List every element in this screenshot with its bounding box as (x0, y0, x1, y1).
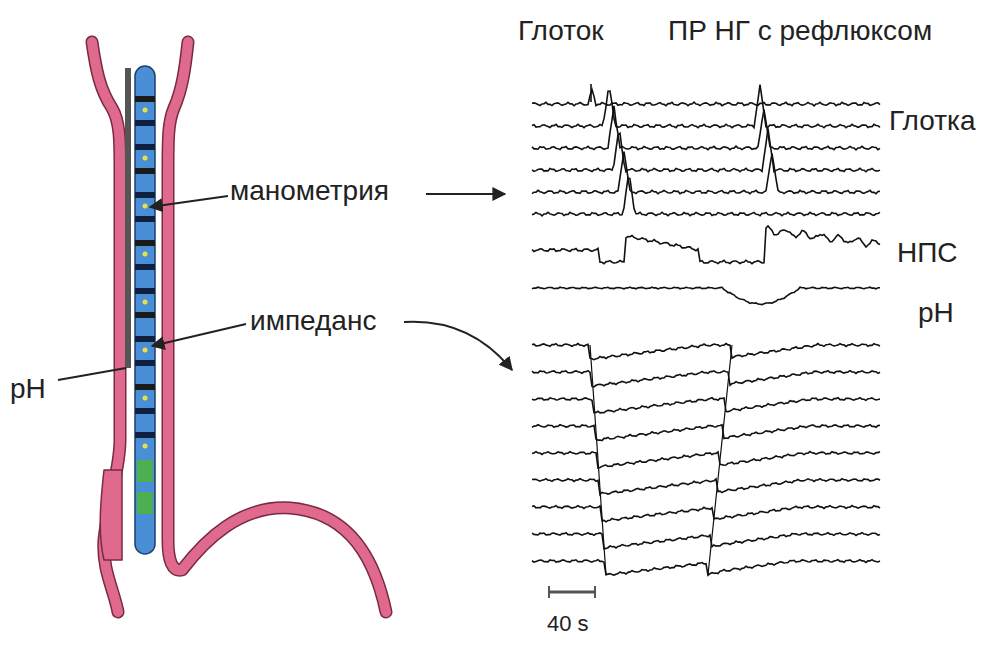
sensor-ring (135, 360, 155, 366)
sensor-ring (135, 432, 155, 438)
leader-arrow (426, 193, 505, 195)
signal-trace (532, 89, 880, 105)
channel-label: НПС (897, 238, 958, 269)
event-label: ПР НГ с рефлюксом (668, 16, 932, 47)
sensor-dot (143, 252, 148, 257)
sensor-ring (135, 144, 155, 150)
signal-trace (532, 85, 880, 128)
signal-trace (532, 533, 880, 549)
sensor-ring (135, 192, 155, 198)
sensor-dot (143, 348, 148, 353)
leader-arrow (152, 324, 246, 346)
sensor-ring (135, 96, 155, 102)
sensor-ring (135, 288, 155, 294)
channel-label: Глотка (889, 106, 975, 137)
leader-arrow (404, 322, 512, 370)
signal-trace (532, 106, 880, 150)
esophagus-outline (92, 42, 386, 612)
signal-trace (532, 371, 880, 387)
swallow-marker (590, 84, 592, 102)
sensor-dot (143, 156, 148, 161)
signal-trace (532, 287, 880, 304)
sensor-dot (143, 300, 148, 305)
sensor-ring (135, 384, 155, 390)
sensor-block (137, 460, 153, 482)
sensor-ring (135, 240, 155, 246)
leader-lines (58, 194, 512, 380)
signal-trace (532, 425, 880, 441)
scale-label: 40 s (547, 612, 589, 636)
signal-trace (532, 506, 880, 522)
signal-trace (532, 152, 880, 194)
sensor-dot (143, 444, 148, 449)
sensor-block (137, 492, 153, 514)
method-label: импеданс (250, 306, 376, 337)
sensor-ring (135, 336, 155, 342)
ph-probe (125, 68, 131, 368)
scale-bar (549, 586, 595, 598)
sensor-dot (143, 396, 148, 401)
sensor-ring (135, 168, 155, 174)
channel-label: pH (918, 298, 954, 329)
signal-trace (532, 344, 880, 360)
event-label: Глоток (518, 16, 604, 47)
catheter (125, 66, 155, 554)
signal-trace (532, 226, 880, 264)
signal-trace (532, 178, 880, 216)
sensor-dot (143, 204, 148, 209)
sensor-dot (143, 108, 148, 113)
sensor-ring (135, 120, 155, 126)
bolus-front (708, 345, 732, 575)
method-label: манометрия (230, 176, 389, 207)
probe-label: pH (10, 374, 46, 405)
bolus-front (590, 345, 606, 575)
leader-arrow (150, 196, 228, 207)
signal-trace (532, 452, 880, 468)
sensor-ring (135, 264, 155, 270)
sensor-ring (135, 312, 155, 318)
signal-trace (532, 479, 880, 495)
sensor-ring (135, 216, 155, 222)
recording-traces (532, 85, 880, 576)
sensor-ring (135, 408, 155, 414)
signal-trace (532, 560, 880, 576)
signal-trace (532, 398, 880, 413)
leader-line (58, 368, 126, 380)
signal-trace (532, 128, 880, 172)
sensor-rings (135, 96, 155, 449)
catheter-tube (135, 66, 155, 554)
